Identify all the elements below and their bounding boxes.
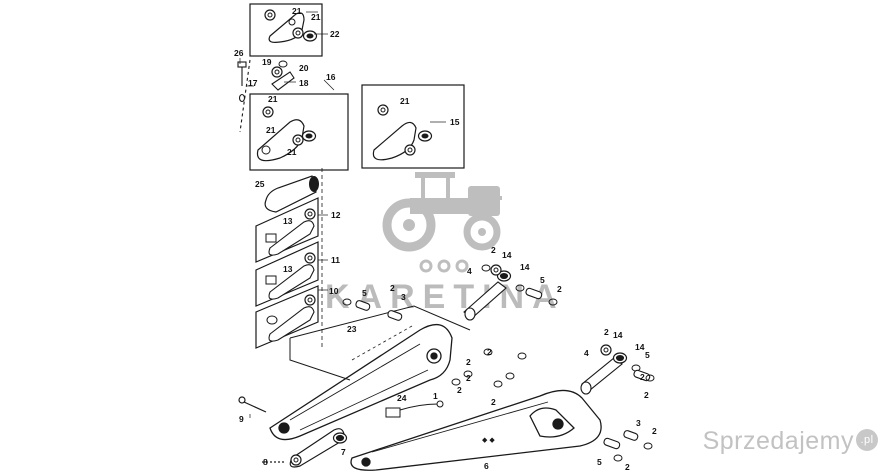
callout-25: 25: [255, 179, 265, 189]
callout-8: 8: [263, 457, 268, 467]
tractor-icon: [382, 172, 502, 252]
box-10: [255, 285, 319, 349]
callout-2: 2: [644, 390, 649, 400]
callout-26: 26: [234, 48, 244, 58]
callout-22: 22: [330, 29, 340, 39]
callout-5: 5: [540, 275, 545, 285]
bolt-9: [238, 396, 267, 413]
box-15: [361, 84, 465, 169]
callout-6: 6: [484, 461, 489, 471]
callout-13: 13: [283, 264, 293, 274]
part-25: [264, 168, 323, 350]
callout-14: 14: [613, 330, 623, 340]
callout-13: 13: [283, 216, 293, 226]
callout-23: 23: [347, 324, 357, 334]
callout-5: 5: [597, 457, 602, 467]
callout-9: 9: [239, 414, 244, 424]
brand-name: Sprzedajemy: [702, 427, 854, 455]
callout-21: 21: [311, 12, 321, 22]
callout-2: 2: [466, 357, 471, 367]
leader-lines: [239, 11, 446, 418]
callout-10: 10: [329, 286, 339, 296]
callout-16: 16: [326, 72, 336, 82]
box-11: [255, 241, 319, 307]
watermark-text: KARETINA: [325, 278, 565, 316]
callout-14: 14: [502, 250, 512, 260]
callout-5: 5: [362, 288, 367, 298]
pin-assembly-4b: [580, 344, 655, 462]
bolt-26-group: [237, 59, 295, 133]
callout-2: 2: [487, 347, 492, 357]
box-16: [249, 93, 349, 171]
callouts: 21 21 22 26 19 20 17 18 16 21 21 21 21 1…: [234, 6, 657, 472]
lower-link-6: ◆ ◆: [350, 389, 602, 471]
callout-2: 2: [625, 462, 630, 472]
callout-4: 4: [467, 266, 472, 276]
callout-18: 18: [299, 78, 309, 88]
callout-11: 11: [331, 255, 340, 265]
callout-17: 17: [248, 78, 258, 88]
callout-14: 14: [520, 262, 530, 272]
brand-suffix-badge: .pl: [856, 429, 878, 451]
callout-2: 2: [457, 385, 462, 395]
callout-21: 21: [287, 147, 297, 157]
gear-icon: [419, 259, 469, 273]
callout-21: 21: [292, 6, 302, 16]
callout-5: 5: [645, 350, 650, 360]
callout-24: 24: [397, 393, 407, 403]
callout-21: 21: [268, 94, 278, 104]
callout-2: 2: [604, 327, 609, 337]
callout-2: 2: [557, 284, 562, 294]
brand-watermark: Sprzedajemy.pl: [703, 427, 878, 456]
sensor-24: [385, 400, 444, 418]
callout-3: 3: [636, 418, 641, 428]
callout-7: 7: [341, 447, 346, 457]
frame-23: [289, 305, 471, 381]
callout-2: 2: [390, 283, 395, 293]
svg-text:◆ ◆: ◆ ◆: [482, 437, 495, 444]
callout-14: 14: [635, 342, 645, 352]
callout-3: 3: [401, 292, 406, 302]
pin-assembly-4a: [342, 264, 558, 321]
callout-12: 12: [331, 210, 341, 220]
box-12: [255, 197, 319, 263]
box-22: [249, 3, 323, 57]
callout-4: 4: [584, 348, 589, 358]
callout-2: 2: [640, 372, 645, 382]
callout-15: 15: [450, 117, 460, 127]
callout-1: 1: [433, 391, 438, 401]
callout-20: 20: [299, 63, 309, 73]
link-8: [262, 428, 348, 468]
callout-21: 21: [266, 125, 276, 135]
callout-19: 19: [262, 57, 272, 67]
lower-link-1: [269, 323, 453, 441]
callout-21: 21: [400, 96, 410, 106]
callout-2: 2: [466, 373, 471, 383]
callout-2: 2: [491, 245, 496, 255]
callout-2: 2: [652, 426, 657, 436]
callout-2: 2: [491, 397, 496, 407]
